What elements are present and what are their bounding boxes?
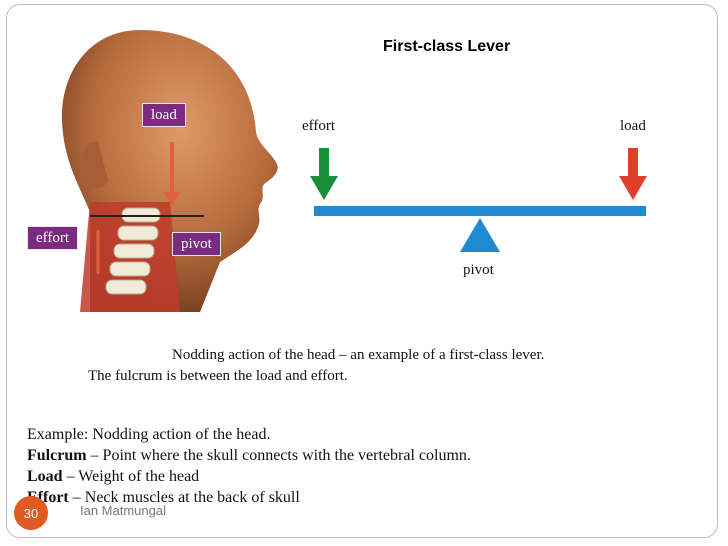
lever-load-label: load (620, 118, 646, 134)
head-tag-load: load (142, 103, 186, 127)
head-tag-pivot: pivot (172, 232, 221, 256)
caption-line-1: Nodding action of the head – an example … (172, 347, 545, 363)
caption-line-2: The fulcrum is between the load and effo… (88, 368, 348, 384)
body-text: – Neck muscles at the back of skull (68, 489, 300, 506)
body-line-example: Example: Nodding action of the head. (27, 426, 270, 444)
body-line-load: Load – Weight of the head (27, 468, 199, 486)
body-term: Fulcrum (27, 447, 87, 464)
lever-beam (314, 206, 646, 216)
pivot-triangle (460, 218, 500, 252)
slide-number-badge: 30 (14, 496, 48, 530)
effort-arrow-head (310, 176, 338, 200)
load-arrow-head (619, 176, 647, 200)
body-line-fulcrum: Fulcrum – Point where the skull connects… (27, 447, 471, 465)
lever-pivot-label: pivot (463, 262, 494, 278)
lever-diagram (310, 148, 647, 252)
body-text: – Weight of the head (62, 468, 200, 485)
lever-effort-label: effort (302, 118, 336, 134)
body-text: – Point where the skull connects with th… (86, 447, 471, 464)
load-arrow-shaft (628, 148, 638, 178)
head-tag-effort: effort (27, 226, 79, 250)
author-footer: Ian Matmungal (80, 503, 166, 518)
slide-number: 30 (23, 505, 39, 521)
slide-title: First-class Lever (383, 38, 511, 55)
body-text: Example: Nodding action of the head. (27, 426, 271, 443)
effort-arrow-shaft (319, 148, 329, 178)
body-term: Load (27, 468, 63, 485)
head-illustration (61, 30, 278, 312)
